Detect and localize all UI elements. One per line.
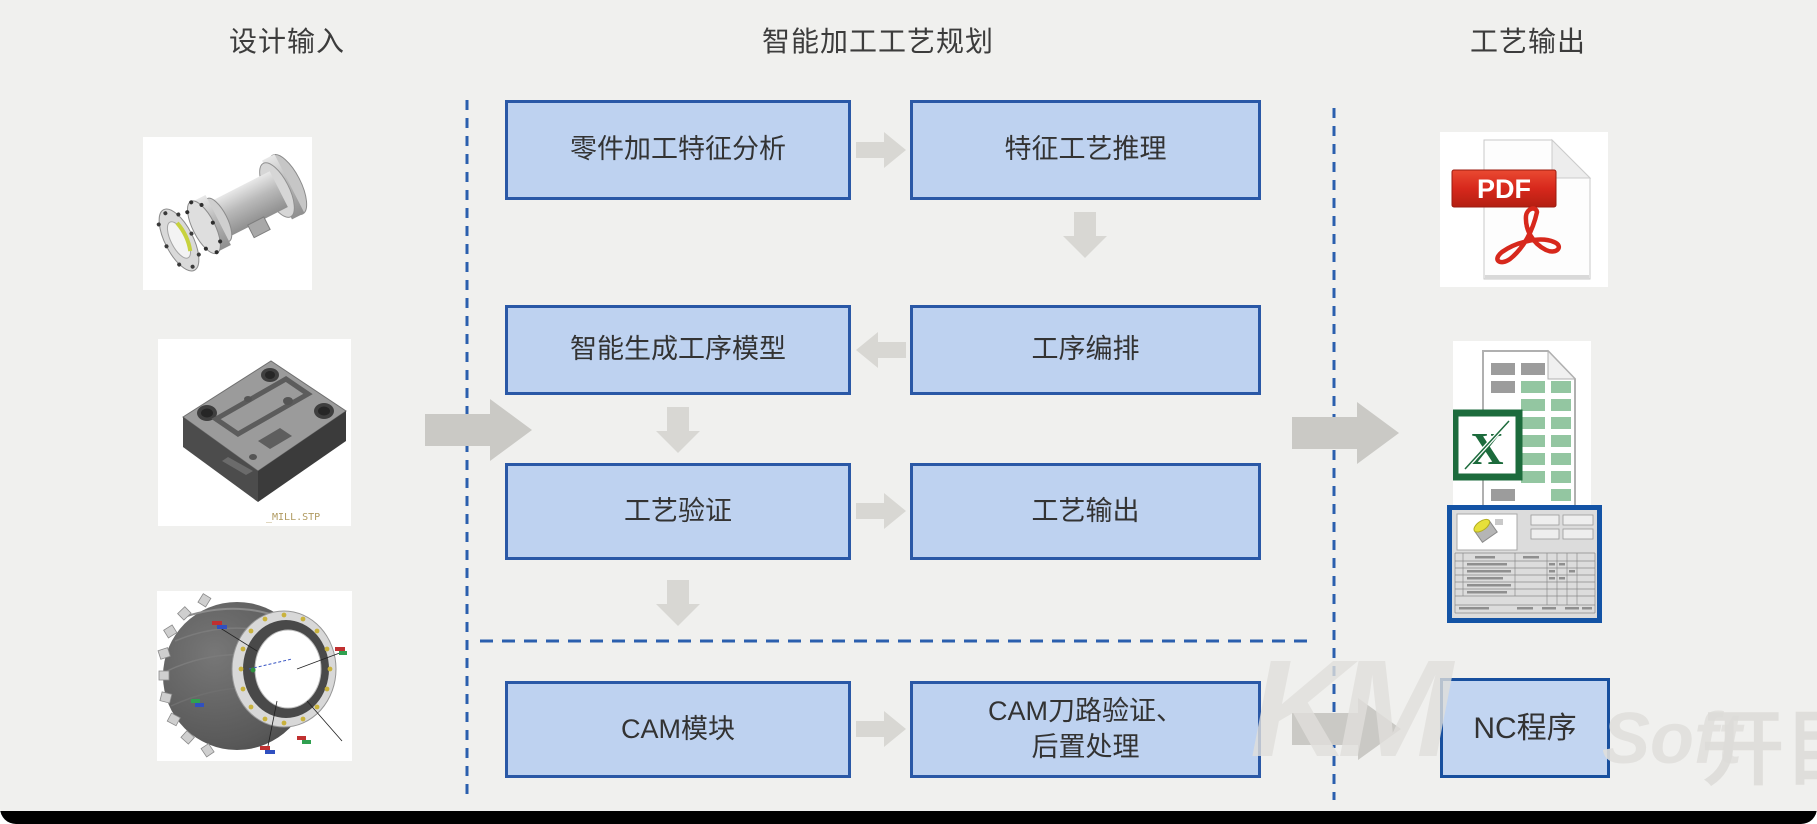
bottom-black-bar	[0, 811, 1817, 824]
arrow-cam-to-nc-icon	[1292, 698, 1401, 760]
design-input-header: 设计输入	[228, 26, 345, 57]
pdf-file-icon: PDF	[1440, 132, 1608, 287]
nc-program-label: NC程序	[1473, 711, 1577, 745]
arrow-left-row2-icon	[856, 332, 906, 368]
arrow-right-row3-icon	[856, 493, 906, 529]
flow-box-label-line2: 后置处理	[1031, 731, 1140, 762]
arrow-down-reasoning-to-sequencing-icon	[1063, 212, 1107, 258]
horizontal-dashed-divider	[480, 639, 1312, 643]
flow-box-label: 特征工艺推理	[1004, 134, 1167, 165]
flow-box-feature-process-reasoning: 特征工艺推理	[910, 100, 1261, 200]
pdf-banner-label: PDF	[1477, 174, 1531, 204]
excel-file-icon: X	[1451, 341, 1591, 531]
flow-box-feature-analysis: 零件加工特征分析	[505, 100, 851, 200]
arrow-right-row1-icon	[856, 132, 906, 168]
plate-caption: _MILL.STP	[266, 512, 320, 523]
arrow-down-verification-to-cam-icon	[656, 580, 700, 626]
flow-box-process-verification: 工艺验证	[505, 463, 851, 560]
left-dashed-divider	[465, 100, 469, 802]
right-dashed-divider	[1332, 108, 1336, 800]
flow-box-label: 工艺验证	[624, 495, 732, 526]
kmsoft-logo-watermark: KM	[1250, 632, 1453, 786]
arrow-right-row4-icon	[856, 711, 906, 747]
flow-box-label: 工艺输出	[1031, 495, 1140, 526]
flow-box-label: 零件加工特征分析	[570, 134, 786, 165]
process-output-header: 工艺输出	[1469, 26, 1586, 57]
plate-part-image: _MILL.STP	[158, 339, 351, 526]
flow-box-label: 智能生成工序模型	[570, 334, 786, 365]
flow-box-cam-module: CAM模块	[505, 681, 851, 778]
nc-program-box: NC程序	[1440, 678, 1610, 778]
arrow-design-to-planning-icon	[425, 399, 532, 461]
process-card-image	[1447, 505, 1602, 628]
casing-part-image	[157, 591, 352, 761]
flow-box-label-line1: CAM刀路验证、	[988, 696, 1183, 727]
flow-box-label: 工序编排	[1031, 334, 1140, 365]
kmsoft-soft-watermark: Soft	[1602, 699, 1742, 779]
flow-box-label: CAM模块	[621, 713, 735, 744]
arrow-planning-to-output-icon	[1292, 402, 1399, 464]
flow-box-cam-toolpath-verification: CAM刀路验证、 后置处理	[910, 681, 1261, 778]
flow-box-process-output: 工艺输出	[910, 463, 1261, 560]
flow-box-operation-sequencing: 工序编排	[910, 305, 1261, 395]
arrow-down-model-to-verification-icon	[656, 407, 700, 453]
flow-box-generate-operation-model: 智能生成工序模型	[505, 305, 851, 395]
shaft-part-image	[143, 137, 312, 290]
kmsoft-kaimu-watermark: 开目	[1702, 704, 1817, 795]
intelligent-planning-header: 智能加工工艺规划	[761, 26, 994, 57]
